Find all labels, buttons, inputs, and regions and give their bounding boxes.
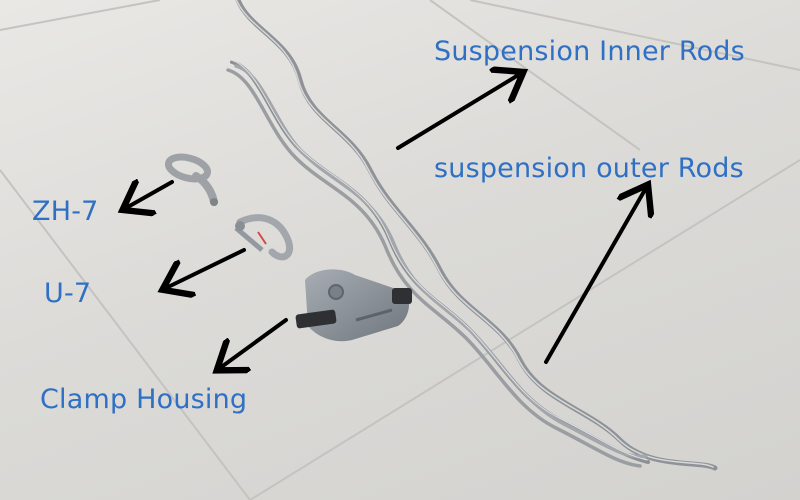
- label-suspension-inner-rods: Suspension Inner Rods: [434, 36, 745, 67]
- label-zh7: ZH-7: [32, 196, 99, 227]
- clamp-housing: [295, 269, 412, 342]
- arrow-zh7: [126, 182, 174, 208]
- arrow-clamp: [220, 318, 288, 368]
- outer-rods: [226, 59, 650, 468]
- inner-rods: [235, 0, 718, 471]
- arrow-u7: [166, 248, 246, 288]
- zh7-link: [165, 153, 218, 206]
- annotation-arrows: [126, 74, 646, 368]
- label-u7: U-7: [44, 278, 92, 309]
- label-clamp-housing: Clamp Housing: [40, 384, 248, 415]
- u7-shackle: [234, 214, 293, 261]
- label-suspension-outer-rods: suspension outer Rods: [434, 153, 744, 184]
- arrow-outer-rods: [544, 188, 646, 364]
- arrow-inner-rods: [396, 74, 520, 150]
